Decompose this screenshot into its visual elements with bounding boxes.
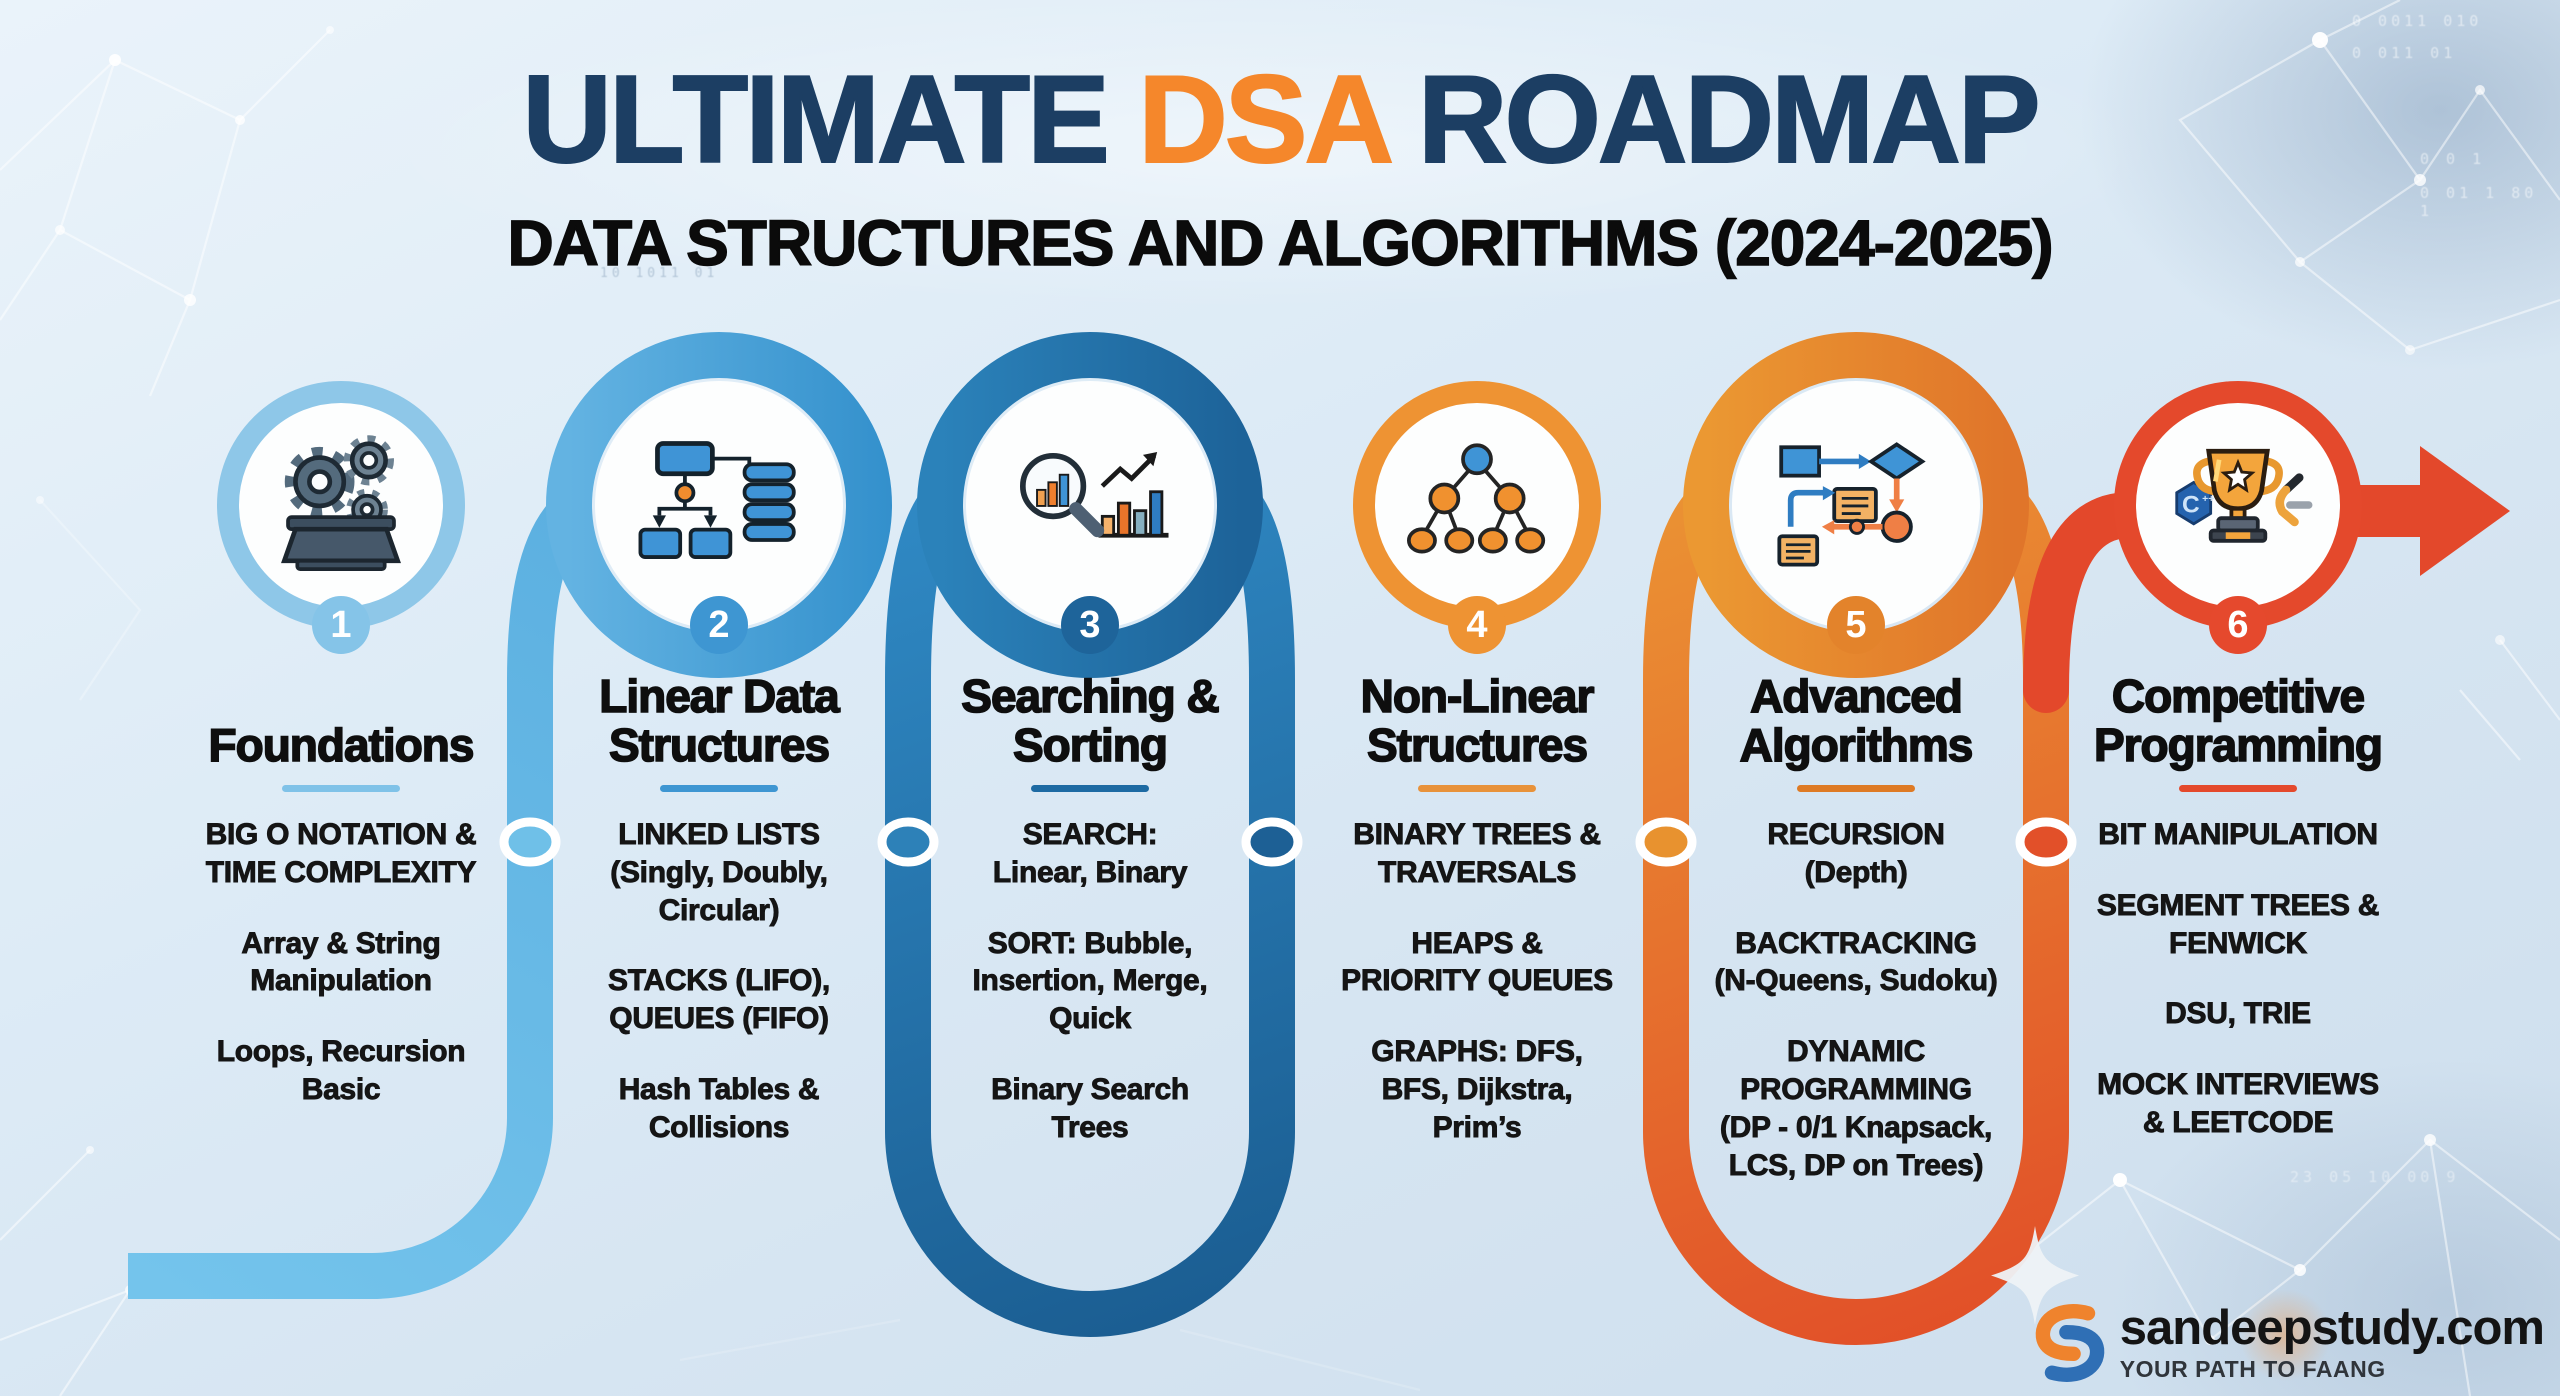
stage-topic-list: RECURSION(Depth)BACKTRACKING(N-Queens, S…: [1714, 818, 1998, 1182]
stage-circle-searching: [966, 381, 1214, 629]
path-loop-searching: [917, 332, 1263, 678]
stage-title-underline: [660, 785, 778, 792]
stage-circle-competitive: C ++: [2114, 381, 2362, 629]
binary-decoration: 23 05 10 00 9: [2290, 1168, 2460, 1186]
stage-badge: 5: [1827, 596, 1885, 654]
stage-column: Foundations BIG O NOTATION &TIME COMPLEX…: [141, 658, 541, 1109]
connector-node: [1241, 817, 1303, 867]
stage-number: 3: [1079, 603, 1101, 646]
path-segment-foundations: [128, 503, 585, 1299]
connector-node: [2015, 817, 2077, 867]
finish-arrow-icon: [2356, 446, 2510, 576]
page-subtitle: DATA STRUCTURES AND ALGORITHMS (2024-202…: [507, 206, 2055, 280]
stage-title-underline: [2179, 785, 2297, 792]
stage-badge: 2: [690, 596, 748, 654]
title-word-roadmap: ROADMAP: [1417, 51, 2042, 189]
stage-title-underline: [1418, 785, 1536, 792]
path-loop-advanced: [1683, 332, 2029, 678]
svg-text:C: C: [2182, 492, 2200, 519]
stage-number: 1: [330, 603, 352, 646]
stage-circle-nonlinear: [1353, 381, 1601, 629]
binary-decoration: 0 0 1: [2420, 150, 2486, 168]
stage-topic-list: LINKED LISTS(Singly, Doubly,Circular)STA…: [608, 818, 831, 1145]
binary-decoration: 0 0011 010: [2352, 12, 2483, 30]
stage-title-underline: [1031, 785, 1149, 792]
stage-circle-advanced: [1732, 381, 1980, 629]
stage-column: Searching &Sorting SEARCH:Linear, Binary…: [890, 658, 1290, 1147]
stage-badge: 4: [1448, 596, 1506, 654]
gears-icon: [281, 435, 401, 571]
brand-logo-icon: [2035, 1304, 2104, 1382]
stage-title: Searching &Sorting: [960, 669, 1220, 771]
connector-node: [499, 817, 561, 867]
search-sort-icon: [1020, 452, 1169, 538]
svg-text:++: ++: [2202, 494, 2214, 505]
stage-number: 5: [1845, 603, 1867, 646]
binary-decoration: 0 011 01: [2352, 44, 2457, 62]
stage-circle-linear: [595, 381, 843, 629]
stage-circle-foundations: [217, 381, 465, 629]
stage-title: Foundations: [208, 718, 476, 771]
trophy-icon: C ++: [2175, 448, 2313, 543]
stage-badge: 3: [1061, 596, 1119, 654]
title-word-ultimate: ULTIMATE: [521, 51, 1110, 189]
stage-badge: 1: [312, 596, 370, 654]
title-word-dsa: DSA: [1137, 51, 1390, 189]
path-segment-searching: [885, 491, 1295, 1337]
binary-decoration: 0 01 1 80 1: [2420, 184, 2538, 220]
brand-footer: sandeepstudy.com YOUR PATH TO FAANG: [2034, 1300, 2545, 1386]
stage-title-underline: [1797, 785, 1915, 792]
binary-decoration: 10 1011 01: [600, 266, 719, 281]
stage-number: 4: [1466, 603, 1488, 646]
binary-tree-icon: [1407, 443, 1546, 554]
stage-title-underline: [282, 785, 400, 792]
algo-flowchart-icon: [1777, 442, 1926, 567]
path-loop-linear: [546, 332, 892, 678]
brand-tagline: YOUR PATH TO FAANG: [2119, 1356, 2386, 1383]
stage-badge: 6: [2209, 596, 2267, 654]
path-connector-nodes: [499, 817, 2077, 867]
path-connector-competitive: [2023, 492, 2153, 713]
flowchart-stack-icon: [638, 441, 796, 559]
brand-name: sandeepstudy.com: [2119, 1300, 2545, 1355]
connector-node: [877, 817, 939, 867]
stage-number: 2: [708, 603, 730, 646]
sparkle-icon: [1991, 1226, 2079, 1325]
page-title: ULTIMATE DSA ROADMAP: [0, 51, 2560, 189]
stage-number: 6: [2227, 603, 2249, 646]
connector-node: [1635, 817, 1697, 867]
